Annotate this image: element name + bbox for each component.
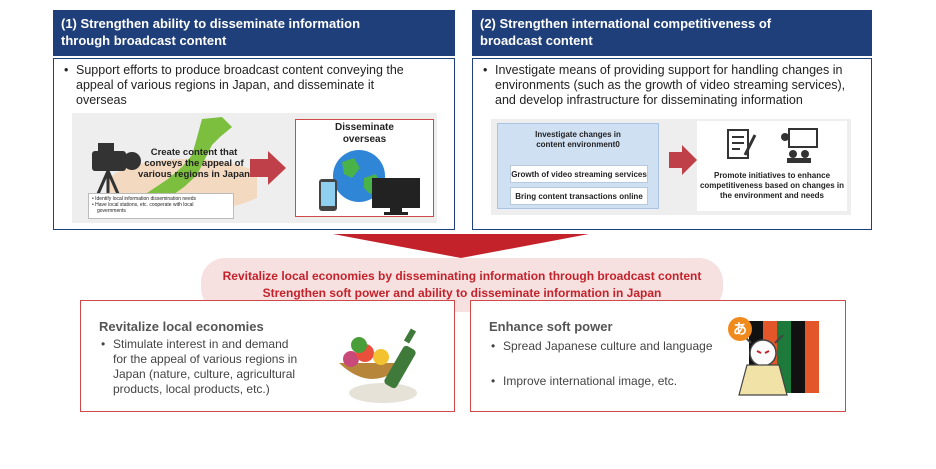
bullet-line: Japan (nature, culture, agricultural <box>113 367 296 381</box>
badge-char: あ <box>733 321 747 337</box>
label-line: content environment0 <box>536 140 620 149</box>
section-1-illustration: Create content that conveys the appeal o… <box>72 113 437 223</box>
bullet-line: environments (such as the growth of vide… <box>495 78 846 92</box>
banner-line-1: Revitalize local economies by disseminat… <box>222 269 702 283</box>
presentation-icon <box>781 128 818 163</box>
section-1-header: (1) Strengthen ability to disseminate in… <box>53 10 455 56</box>
section-1-header-line: through broadcast content <box>61 33 227 48</box>
arrow-right-icon <box>669 145 697 175</box>
section-2-illustration: Investigate changes in content environme… <box>491 119 851 215</box>
smartphone-icon <box>319 179 337 211</box>
investigate-item: Growth of video streaming services <box>510 165 648 183</box>
promote-box: Promote initiatives to enhance competiti… <box>697 121 847 211</box>
label-line: Promote initiatives to enhance <box>713 171 831 180</box>
label-line: Create content that <box>150 147 238 158</box>
disseminate-label: Disseminate overseas <box>296 122 433 146</box>
japanese-character-badge: あ <box>728 317 752 341</box>
investigate-title: Investigate changes in content environme… <box>498 130 658 150</box>
label-line: overseas <box>342 134 387 145</box>
section-2-header-line: broadcast content <box>480 33 593 48</box>
section-2-header-line: (2) Strengthen international competitive… <box>480 16 772 31</box>
bullet-line: Investigate means of providing support f… <box>495 63 843 77</box>
bullet-line: Stimulate interest in and demand <box>113 337 289 351</box>
soft-power-bullet: Improve international image, etc. <box>489 374 749 389</box>
kabuki-actor-icon <box>738 335 788 396</box>
label-line: the environment and needs <box>719 191 825 200</box>
investigate-box: Investigate changes in content environme… <box>497 123 659 209</box>
bullet-line: appeal of various regions in Japan, and … <box>76 78 375 92</box>
bullet-line: overseas <box>76 93 127 107</box>
local-products-icon <box>339 328 417 403</box>
bullet-line: products, local products, etc.) <box>113 382 270 396</box>
bullet-line: for the appeal of various regions in <box>113 352 298 366</box>
revitalize-box: Revitalize local economies Stimulate int… <box>80 300 455 412</box>
document-pen-icon <box>727 129 757 159</box>
label-line: competitiveness based on changes in <box>699 181 845 190</box>
note-line: governments <box>97 208 126 214</box>
section-1-bullet: Support efforts to produce broadcast con… <box>62 63 447 108</box>
banner-line-2: Strengthen soft power and ability to dis… <box>262 286 662 300</box>
investigate-item: Bring content transactions online <box>510 187 648 205</box>
section-2-bullet: Investigate means of providing support f… <box>481 63 866 108</box>
create-content-label: Create content that conveys the appeal o… <box>132 147 256 180</box>
soft-power-title: Enhance soft power <box>489 319 613 334</box>
label-line: conveys the appeal of <box>144 158 244 169</box>
bullet-line: Support efforts to produce broadcast con… <box>76 63 404 77</box>
promote-label: Promote initiatives to enhance competiti… <box>697 171 847 201</box>
label-line: Investigate changes in <box>535 130 621 139</box>
tv-monitor-icon <box>372 178 420 215</box>
label-line: various regions in Japan <box>138 169 250 180</box>
label-line: Disseminate <box>335 122 394 133</box>
note-line: • Identify local information disseminati… <box>92 196 197 202</box>
revitalize-bullet: Stimulate interest in and demand for the… <box>99 337 339 397</box>
soft-power-box: Enhance soft power Spread Japanese cultu… <box>470 300 846 412</box>
revitalize-title: Revitalize local economies <box>99 319 264 334</box>
soft-power-bullet: Spread Japanese culture and language <box>489 339 749 354</box>
note-line: • Have local stations, etc. cooperate wi… <box>92 202 194 208</box>
bullet-line: and develop infrastructure for dissemina… <box>495 93 803 107</box>
section-2-header: (2) Strengthen international competitive… <box>472 10 872 56</box>
arrow-right-icon <box>250 151 286 185</box>
section-1-header-line: (1) Strengthen ability to disseminate in… <box>61 16 361 31</box>
disseminate-overseas-box: Disseminate overseas <box>295 119 434 217</box>
down-arrow-icon <box>333 234 589 258</box>
needs-notes: • Identify local information disseminati… <box>88 193 234 219</box>
section-1-panel: Support efforts to produce broadcast con… <box>53 58 455 230</box>
section-2-panel: Investigate means of providing support f… <box>472 58 872 230</box>
